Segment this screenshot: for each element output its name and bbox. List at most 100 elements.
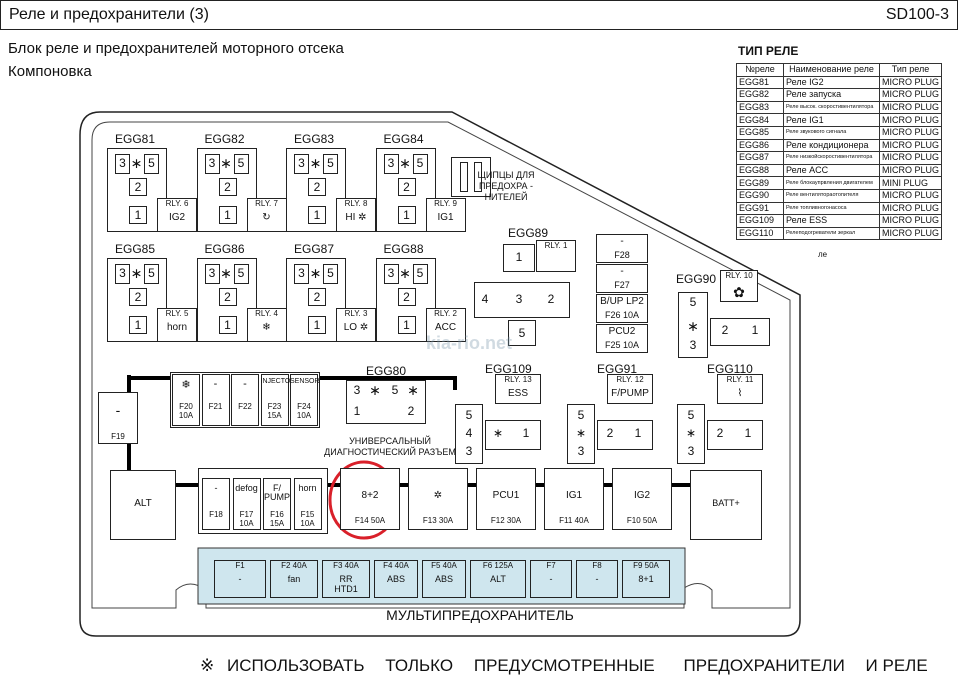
multifuse-cell bbox=[214, 560, 266, 598]
relay-tag-symbol: IG1 bbox=[437, 212, 454, 223]
relay-pin bbox=[397, 316, 416, 334]
pin-star: ∗ bbox=[687, 318, 699, 334]
relay-pin bbox=[397, 206, 416, 224]
relay-socket bbox=[474, 282, 570, 318]
relay-pin bbox=[233, 154, 249, 174]
multifuse-label: RR HTD1 bbox=[334, 574, 358, 594]
big-fuse-slot bbox=[408, 468, 468, 530]
big-fuse-code: F13 30A bbox=[422, 516, 454, 525]
pin-star: ∗ bbox=[309, 265, 322, 281]
relay-pin bbox=[308, 206, 326, 224]
fuse-label: - bbox=[620, 266, 624, 277]
footer-word-5: И РЕЛЕ bbox=[865, 656, 928, 675]
big-fuse-label: IG1 bbox=[565, 490, 583, 501]
big-fuse-slot bbox=[612, 468, 672, 530]
pin-number: ∗ bbox=[575, 426, 587, 440]
fuse-slot bbox=[596, 294, 648, 323]
relay-pin bbox=[412, 154, 428, 174]
fuse-slot bbox=[293, 478, 322, 530]
fuse-code: F21 bbox=[208, 402, 223, 411]
relay-pin bbox=[294, 264, 309, 284]
pin-number: 2 bbox=[407, 404, 415, 418]
relay-tag-symbol: ↻ bbox=[262, 212, 271, 223]
relay-tag bbox=[336, 308, 376, 342]
multifuse-label: - bbox=[595, 574, 599, 584]
relay-pin bbox=[383, 264, 399, 284]
multifuse-cell bbox=[374, 560, 418, 598]
pin-number: 1 bbox=[134, 208, 142, 222]
relay-pin bbox=[508, 320, 536, 346]
relay-tag-label: RLY. 6 bbox=[165, 199, 189, 208]
big-fuse-slot bbox=[476, 468, 536, 530]
relay-tag-label: RLY. 5 bbox=[165, 309, 189, 318]
multifuse-label: fan bbox=[287, 574, 301, 584]
relay-pin bbox=[503, 244, 535, 272]
pin-number: 3 bbox=[687, 444, 695, 458]
relay-id-label: EGG110 bbox=[707, 362, 753, 376]
relay-table-title: ТИП РЕЛЕ bbox=[738, 44, 799, 58]
multifuse-code: F3 40A bbox=[333, 561, 359, 570]
relay-tag-symbol: ESS bbox=[507, 388, 528, 399]
relay-tag-label: RLY. 13 bbox=[504, 375, 532, 384]
multifuse-label: - bbox=[549, 574, 553, 584]
pin-star: ∗ bbox=[399, 155, 411, 171]
pin-number: 2 bbox=[313, 180, 321, 194]
relay-number-cell: EGG110 bbox=[736, 226, 784, 241]
pin-star: ∗ bbox=[220, 155, 232, 171]
relay-tag-symbol: horn bbox=[166, 322, 187, 333]
pin-star: ∗ bbox=[130, 155, 143, 171]
pin-number: 4 bbox=[481, 292, 489, 306]
relay-pin bbox=[204, 264, 220, 284]
pin-number: 5 bbox=[577, 408, 585, 422]
pin-number: 5 bbox=[148, 266, 155, 280]
big-fuse-label: PCU1 bbox=[492, 490, 520, 501]
tweezers-slot bbox=[451, 157, 491, 197]
relay-tag-symbol: ⌇ bbox=[737, 388, 743, 399]
alt-terminal bbox=[110, 470, 176, 540]
relay-socket bbox=[710, 318, 770, 346]
fuse-slot bbox=[172, 374, 200, 426]
fuse-label: B/UP LP2 bbox=[600, 296, 644, 307]
relay-tag bbox=[157, 308, 197, 342]
multifuse-cell bbox=[530, 560, 572, 598]
pin-number: 4 bbox=[465, 426, 473, 440]
multifuse-cell bbox=[622, 560, 670, 598]
fuse-code: F23 15A bbox=[267, 402, 282, 420]
page-title: Реле и предохранители (3) bbox=[9, 6, 209, 23]
relay-id-label: EGG82 bbox=[204, 132, 245, 146]
fuse-label: horn bbox=[298, 483, 317, 493]
relay-tag-label: RLY. 11 bbox=[726, 375, 754, 384]
pin-star: ∗ bbox=[407, 382, 419, 398]
multifuse-label: - bbox=[238, 574, 242, 584]
fan-icon: ✿ bbox=[733, 284, 745, 300]
batt-label: BATT+ bbox=[712, 498, 740, 508]
pin-number: 3 bbox=[689, 338, 697, 352]
tweezers-shape bbox=[460, 162, 468, 192]
pin-number: 5 bbox=[687, 408, 695, 422]
relay-tag-label: RLY. 7 bbox=[255, 199, 278, 208]
relay-pin bbox=[129, 206, 147, 224]
relay-pin bbox=[383, 154, 399, 174]
relay-tag bbox=[336, 198, 376, 232]
relay-pin bbox=[115, 154, 130, 174]
relay-socket bbox=[677, 404, 705, 464]
multifuse-cell bbox=[322, 560, 370, 598]
relay-pin bbox=[144, 154, 159, 174]
relay-pin bbox=[308, 178, 326, 196]
big-fuse-code: F14 50A bbox=[354, 516, 386, 525]
subtitle-line1: Блок реле и предохранителей моторного от… bbox=[8, 40, 344, 57]
relay-pin bbox=[323, 264, 338, 284]
relay-tag bbox=[720, 270, 758, 302]
pin-number: 1 bbox=[313, 318, 321, 332]
pin-number: 1 bbox=[515, 250, 523, 264]
pin-number: 5 bbox=[327, 266, 334, 280]
pin-number: 2 bbox=[134, 180, 142, 194]
multifuse-code: F7 bbox=[546, 561, 556, 570]
fuse-slot bbox=[263, 478, 291, 530]
pin-star: ∗ bbox=[399, 265, 411, 281]
multifuse-code: F8 bbox=[592, 561, 602, 570]
page-header: Реле и предохранители (3) SD100-3 bbox=[0, 0, 958, 30]
fuse-slot bbox=[596, 234, 648, 263]
